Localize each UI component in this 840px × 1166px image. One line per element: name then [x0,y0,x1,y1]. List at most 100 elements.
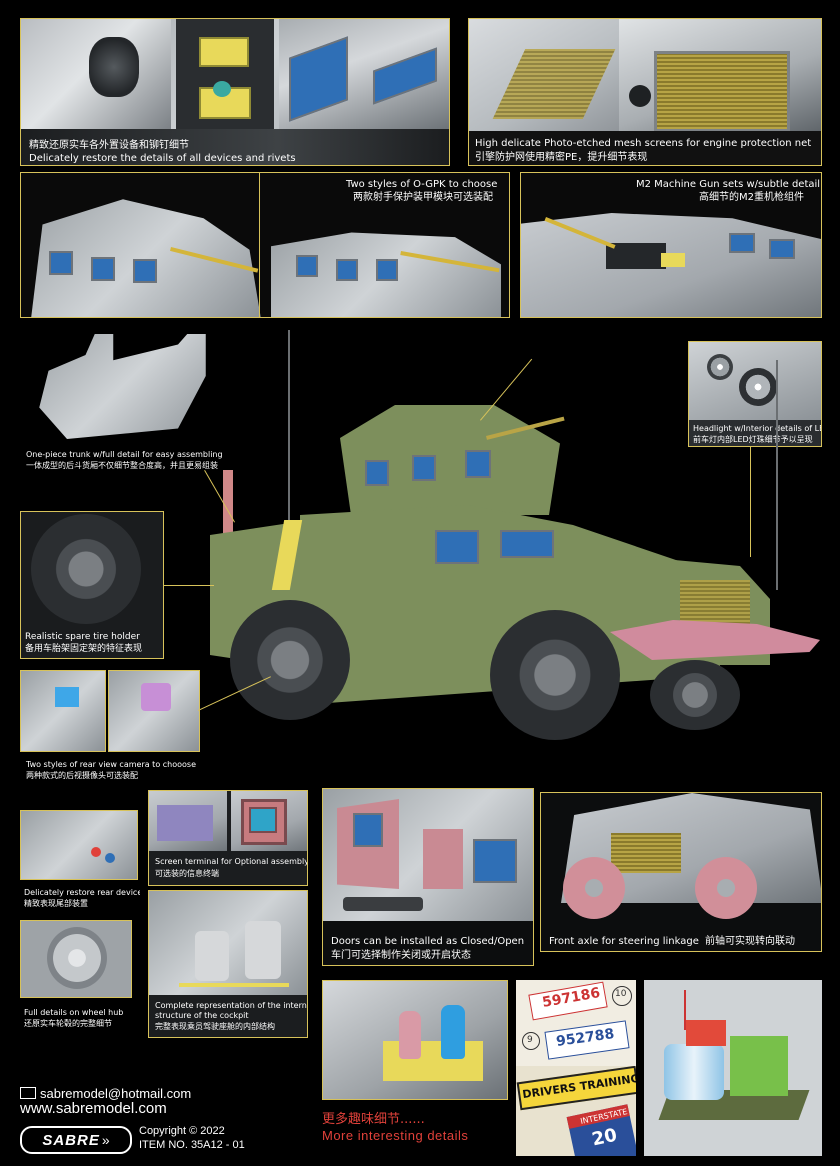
trunk-art [39,334,206,439]
teal-knob-art [213,81,231,97]
body-window-2 [500,530,554,558]
caption-ogpk-en: Two styles of O-GPK to choose [346,179,498,190]
caption-screen-cn: 可选装的信息终端 [155,869,219,878]
caption-ogpk-cn: 两款射手保护装甲模块可选装配 [353,192,493,203]
engine-mesh-art [654,51,790,132]
decal-circle-b-text: 9 [527,1035,533,1045]
panel-cockpit: Complete representation of the internal … [148,890,308,1038]
ogpk-a-window-1 [49,251,73,275]
turret-window-3 [465,450,491,478]
headlight-lens-2 [739,368,777,406]
leader-spare [164,585,214,586]
panel-decals-plates: 597186 10 9 952788 [516,980,636,1066]
rear-device-art [20,810,138,880]
hub-disc [47,927,107,989]
spare-tire-art [31,514,141,624]
caption-doors-en: Doors can be installed as Closed/Open [331,936,525,947]
panel-decals-banner: DRIVERS TRAINING INTERSTATE 20 [516,1066,636,1156]
door-window-a [353,813,383,847]
wheel-hub-art [20,920,132,998]
panel-front-axle: Front axle for steering linkage 前轴可实现转向联… [540,792,822,952]
caption-trunk-en-label: One-piece trunk w/full detail for easy a… [26,450,223,459]
yellow-block-art [199,37,249,67]
email-row: sabremodel@hotmail.com [20,1086,191,1101]
radio-antenna-right [776,360,778,590]
door-open-pink [423,829,463,889]
caption-screen-en: Screen terminal for Optional assembly [155,857,308,866]
panel-rear-device: Delicately restore rear device 精致表现尾部装置 [20,810,140,910]
camera-a-blue [55,687,79,707]
vehicle-far-front-wheel [650,660,740,730]
panel-rear-camera: Two styles of rear view camera to chooos… [20,670,200,788]
ogpk-b-window-3 [376,259,398,281]
cockpit-seat-2 [245,921,281,979]
door-window-b [473,839,517,883]
copyright-text: Copyright © 2022 [139,1125,225,1137]
caption-m2-cn: 高细节的M2重机枪组件 [699,192,804,203]
ogpk-b-window-2 [336,259,358,281]
panel-spare-tire: Realistic spare tire holder 备用车胎架固定架的特征表… [20,511,164,659]
panel-accessory-figure [322,980,508,1100]
vehicle-front-wheel [490,610,620,740]
chevron-right-icon: » [101,1132,110,1148]
panel-headlight: Headlight w/Interior details of LED 前车灯内… [688,341,822,447]
axle-wheel-right [695,857,757,919]
body-window-1 [435,530,479,564]
caption-cockpit-en-1: Complete representation of the internal [155,1001,308,1010]
caption-devices-cn: 精致还原实车各外置设备和铆钉细节 [29,140,189,151]
axle-wheel-left [563,857,625,919]
headlight-leader [750,447,751,557]
panel-m2-gun: M2 Machine Gun sets w/subtle detail 高细节的… [520,172,822,318]
mesh-caption-band [469,131,821,165]
caption-doors-cn: 车门可选择制作关闭或开启状态 [331,950,471,961]
rear-device-blue [105,853,115,863]
caption-axle-en: Front axle for steering linkage [549,936,699,947]
supplies-green-box [730,1036,788,1096]
m2-window-1 [729,233,755,253]
camera-style-b [108,670,200,752]
rear-device-red [91,847,101,857]
m2-yellow-mount [661,253,685,267]
panel-wheel-hub: Full details on wheel hub 还原实车轮毂的完整细节 [20,920,140,1035]
email-text[interactable]: sabremodel@hotmail.com [40,1086,192,1101]
camera-style-a [20,670,106,752]
headlight-lens-1 [707,354,733,380]
panel-devices-rivets: 精致还原实车各外置设备和铆钉细节 Delicately restore the … [20,18,450,166]
caption-camera-en: Two styles of rear view camera to chooos… [26,760,196,769]
vehicle-rear-wheel [230,600,350,720]
panel-mesh-screens: High delicate Photo-etched mesh screens … [468,18,822,166]
door-handle-part [343,897,423,911]
panel-trunk [20,334,220,470]
supplies-red-box [686,1020,726,1046]
ogpk-a-window-3 [133,259,157,283]
screen-terminal-display [249,807,277,833]
caption-mesh-cn: 引擎防护网使用精密PE，提升细节表现 [475,152,648,163]
panel-ogpk: Two styles of O-GPK to choose 两款射手保护装甲模块… [20,172,510,318]
panel-screen-terminal: Screen terminal for Optional assembly 可选… [148,790,308,886]
ogpk-divider [259,173,260,317]
ogpk-a-window-2 [91,257,115,281]
m2-window-2 [769,239,795,259]
caption-camera-cn: 两种款式的后视摄像头可选装配 [26,771,138,780]
decal-circle-a [612,986,632,1006]
turret-window-2 [412,455,436,481]
cockpit-seat-1 [195,931,229,981]
item-number: ITEM NO. 35A12 - 01 [139,1139,245,1151]
m2-gun-body [606,243,666,269]
panel-doors: Doors can be installed as Closed/Open 车门… [322,788,534,966]
panel-supplies [644,980,822,1156]
brand-logo: SABRE » [20,1126,132,1154]
supplies-water-bottles [664,1044,724,1100]
radio-antenna-left [288,330,290,530]
supplies-antenna [684,990,686,1030]
cockpit-yellow-trim [179,983,289,987]
website-link[interactable]: www.sabremodel.com [20,1100,167,1117]
camera-b-pink [141,683,171,711]
envelope-icon [20,1087,36,1099]
caption-headlight-en: Headlight w/Interior details of LED [693,424,822,433]
accessory-blue-bottle [441,1005,465,1059]
brand-logo-text: SABRE [42,1131,100,1149]
caption-hub-en: Full details on wheel hub [24,1008,124,1017]
caption-mesh-en: High delicate Photo-etched mesh screens … [475,138,812,149]
caption-rear-en: Delicately restore rear device [24,888,140,897]
